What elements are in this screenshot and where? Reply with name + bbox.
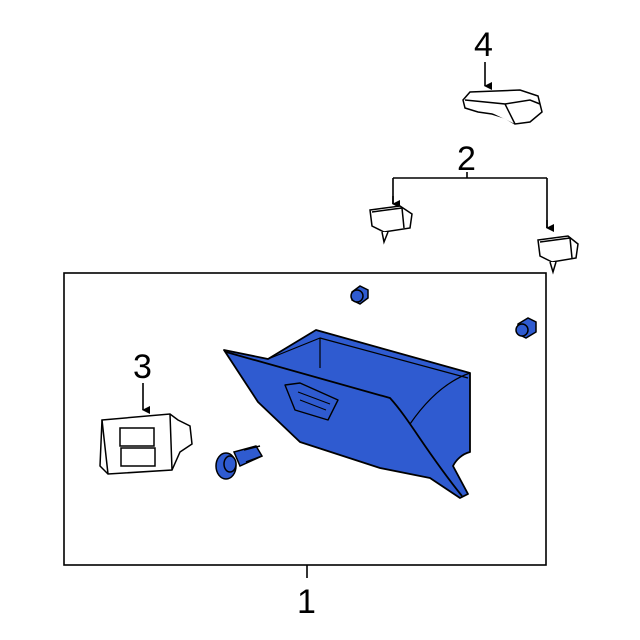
- assembly-frame: [63, 272, 547, 566]
- part-3-latch: [99, 413, 193, 475]
- callout-1: 1: [297, 583, 316, 621]
- clip: [515, 317, 537, 339]
- callout-3: 3: [133, 348, 152, 386]
- screw: [215, 445, 264, 480]
- callout-2: 2: [457, 140, 476, 178]
- callout-4: 4: [474, 26, 493, 64]
- part-1-glove-box: [223, 329, 471, 499]
- part-2-bumper: [369, 205, 413, 245]
- clip: [350, 285, 369, 305]
- part-4-switch: [462, 89, 543, 125]
- leader-2: [392, 172, 548, 228]
- part-2-bumper: [537, 235, 579, 275]
